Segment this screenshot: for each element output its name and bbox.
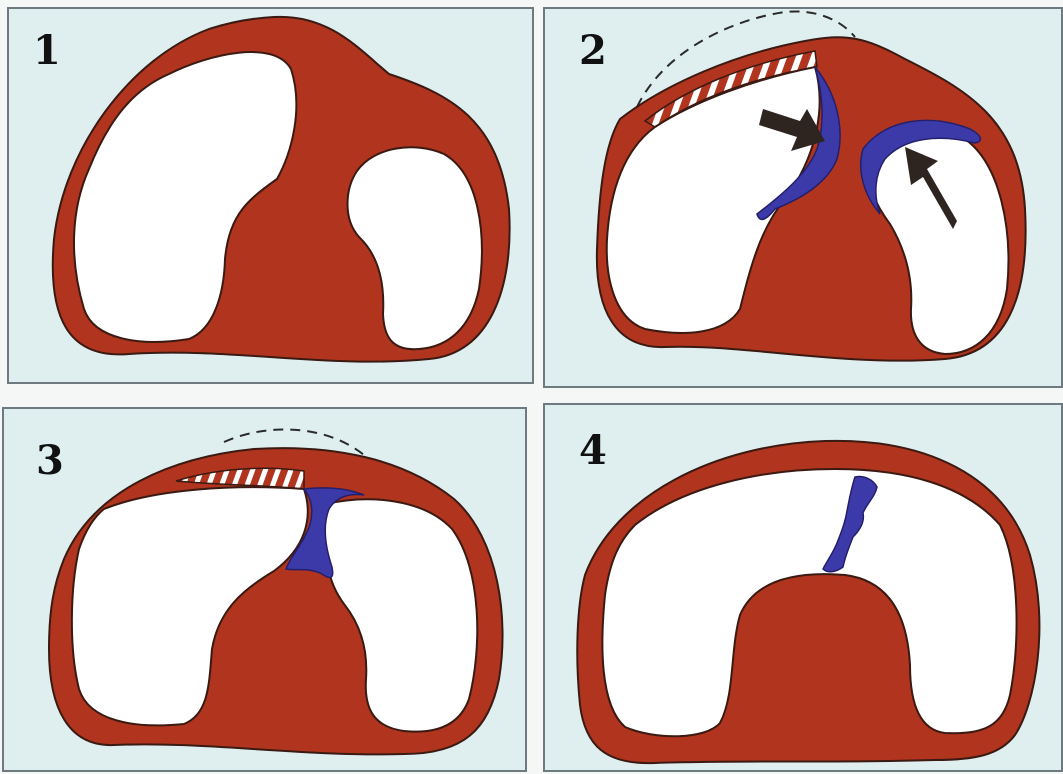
panel-label: 4 (579, 431, 607, 471)
panel-2: 2 (543, 7, 1063, 388)
panel-3: 3 (2, 407, 527, 772)
panel-label: 1 (33, 31, 61, 71)
panel-4-drawing (545, 405, 1063, 772)
panel-3-drawing (4, 409, 527, 772)
panel-label: 2 (579, 31, 607, 71)
panel-label: 3 (36, 441, 64, 481)
panel-4: 4 (543, 403, 1063, 772)
panel-1: 1 (7, 7, 534, 384)
panel-2-drawing (545, 9, 1063, 388)
panel-1-drawing (9, 9, 534, 384)
